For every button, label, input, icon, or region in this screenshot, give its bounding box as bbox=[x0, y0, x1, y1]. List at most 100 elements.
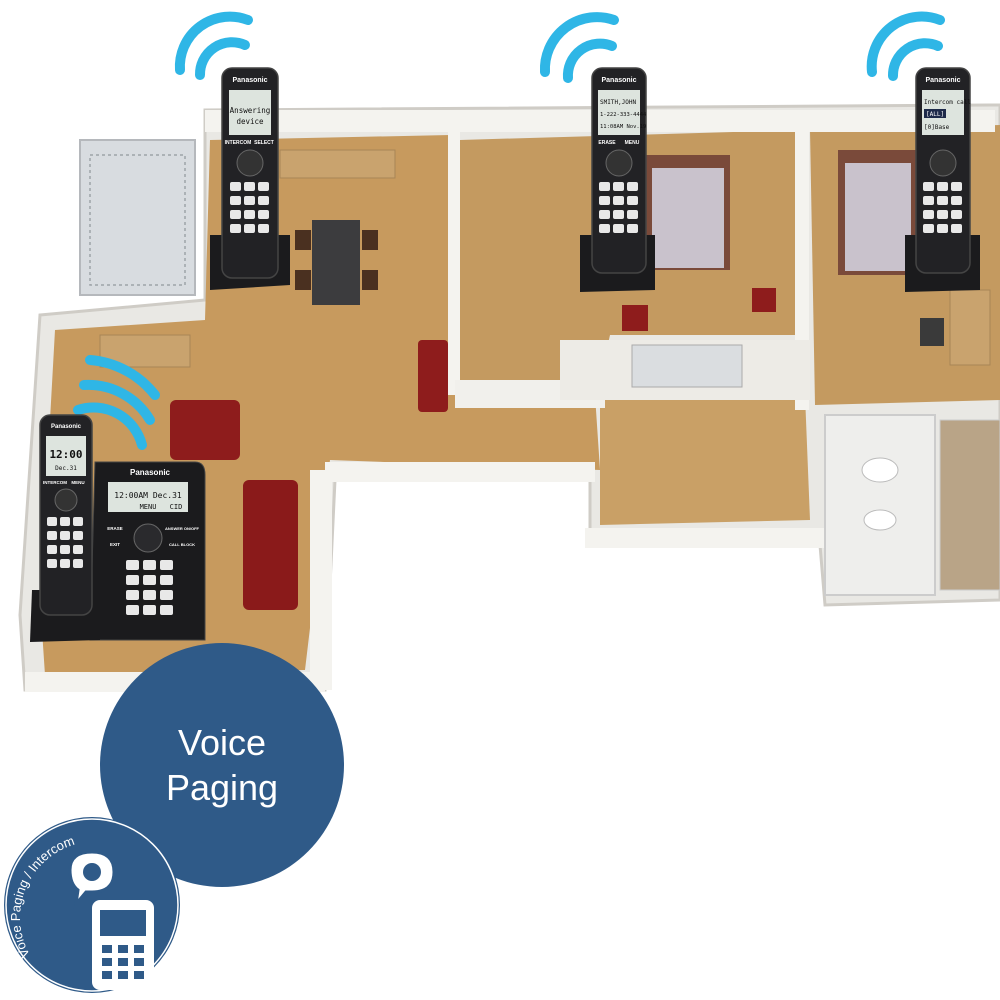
keypad-key bbox=[47, 559, 57, 568]
display-highlight bbox=[924, 109, 946, 118]
keypad-key bbox=[143, 605, 156, 615]
handset-soft-key-left: INTERCOM bbox=[43, 480, 67, 485]
handset-2: Panasonic SMITH,JOHN 1-222-333-4444 11:0… bbox=[580, 67, 655, 292]
keypad-key bbox=[613, 224, 624, 233]
base-station-keypad bbox=[126, 560, 173, 615]
nav-pad bbox=[929, 149, 957, 177]
counter bbox=[279, 149, 396, 179]
keypad-key bbox=[627, 196, 638, 205]
keypad-key bbox=[126, 590, 139, 600]
keypad-key bbox=[47, 531, 57, 540]
handset-display-line-2: [ALL] bbox=[926, 111, 944, 118]
keypad-key bbox=[160, 590, 173, 600]
base-station-label-erase: ERASE bbox=[107, 526, 123, 531]
handset-display bbox=[598, 90, 640, 135]
handset-display-line-3: device bbox=[236, 117, 264, 126]
chair bbox=[752, 288, 776, 312]
keypad-key bbox=[60, 531, 70, 540]
keypad-key bbox=[937, 224, 948, 233]
keypad-key bbox=[599, 224, 610, 233]
keypad bbox=[923, 182, 962, 233]
keypad-key bbox=[244, 224, 255, 233]
keypad-key bbox=[627, 210, 638, 219]
keypad-key bbox=[613, 182, 624, 191]
handset-brand: Panasonic bbox=[232, 77, 267, 84]
keypad-key bbox=[73, 531, 83, 540]
wall bbox=[585, 528, 825, 548]
wifi-icon bbox=[866, 11, 945, 81]
keypad-key bbox=[47, 545, 57, 554]
nav-pad bbox=[605, 149, 633, 177]
nav-pad bbox=[236, 149, 264, 177]
chair bbox=[920, 318, 944, 346]
bathroom bbox=[824, 414, 936, 596]
keypad-key bbox=[951, 210, 962, 219]
keypad-key bbox=[627, 224, 638, 233]
keypad bbox=[230, 182, 269, 233]
sink bbox=[863, 509, 897, 531]
wall bbox=[448, 115, 460, 395]
keypad-key bbox=[599, 182, 610, 191]
keypad-key bbox=[230, 182, 241, 191]
wifi-icon bbox=[539, 12, 619, 83]
icon-badge-ring bbox=[5, 818, 179, 992]
keypad-key bbox=[230, 210, 241, 219]
keypad-key bbox=[160, 560, 173, 570]
handset-display-date: Dec.31 bbox=[55, 465, 77, 472]
chair bbox=[295, 270, 311, 290]
keypad-key bbox=[73, 545, 83, 554]
handset-soft-key-right: MENU bbox=[625, 140, 640, 146]
keypad-key bbox=[143, 560, 156, 570]
keypad-key bbox=[923, 224, 934, 233]
wifi-icon bbox=[174, 11, 253, 80]
chair bbox=[622, 305, 648, 331]
keypad-key bbox=[230, 224, 241, 233]
keypad-key bbox=[613, 210, 624, 219]
handset-display-clock: 12:00 bbox=[49, 448, 82, 461]
keypad-key bbox=[160, 605, 173, 615]
keypad-key bbox=[244, 210, 255, 219]
keypad-key bbox=[244, 182, 255, 191]
handset-display-line-1: Intercom call bbox=[924, 99, 971, 106]
base-station-set: Panasonic 12:00AM Dec.31 MENU CID ERASE … bbox=[30, 414, 206, 642]
keypad-key bbox=[126, 575, 139, 585]
keypad-key bbox=[73, 559, 83, 568]
handset-brand: Panasonic bbox=[51, 424, 82, 430]
keypad-key bbox=[244, 196, 255, 205]
keypad bbox=[47, 517, 83, 568]
hall-floor bbox=[600, 395, 810, 525]
base-station-label-answer: ANSWER ON/OFF bbox=[165, 526, 200, 531]
sofa bbox=[170, 400, 240, 460]
wifi-icon bbox=[73, 355, 160, 450]
keypad-key bbox=[258, 196, 269, 205]
sofa bbox=[418, 340, 448, 412]
chair bbox=[295, 230, 311, 250]
handset-display-line-2: 1-222-333-4444 bbox=[600, 112, 647, 118]
base-station-soft-key-cid: CID bbox=[170, 503, 183, 511]
keypad-key bbox=[923, 210, 934, 219]
keypad-key bbox=[143, 590, 156, 600]
handset-1: Panasonic Answering device INTERCOM SELE… bbox=[210, 67, 290, 290]
keypad-key bbox=[230, 196, 241, 205]
keypad-key bbox=[73, 517, 83, 526]
phone-paging-icon bbox=[68, 850, 154, 990]
base-station-display bbox=[108, 482, 188, 512]
keypad-key bbox=[937, 196, 948, 205]
badge-line-2: Paging bbox=[166, 767, 278, 808]
keypad bbox=[599, 182, 638, 233]
handset-soft-key-left: ERASE bbox=[598, 140, 616, 146]
keypad-key bbox=[613, 196, 624, 205]
wall bbox=[795, 110, 809, 410]
keypad-key bbox=[923, 196, 934, 205]
handset-soft-key-right: MENU bbox=[71, 480, 84, 485]
base-station-soft-key-menu: MENU bbox=[140, 503, 157, 511]
nav-pad bbox=[54, 488, 78, 512]
handset-display-line-3: [0]Base bbox=[924, 124, 950, 131]
handset-brand: Panasonic bbox=[925, 77, 960, 84]
bed-blanket bbox=[652, 168, 724, 268]
keypad-key bbox=[937, 182, 948, 191]
keypad-key bbox=[126, 560, 139, 570]
keypad-key bbox=[258, 182, 269, 191]
keypad-key bbox=[126, 605, 139, 615]
